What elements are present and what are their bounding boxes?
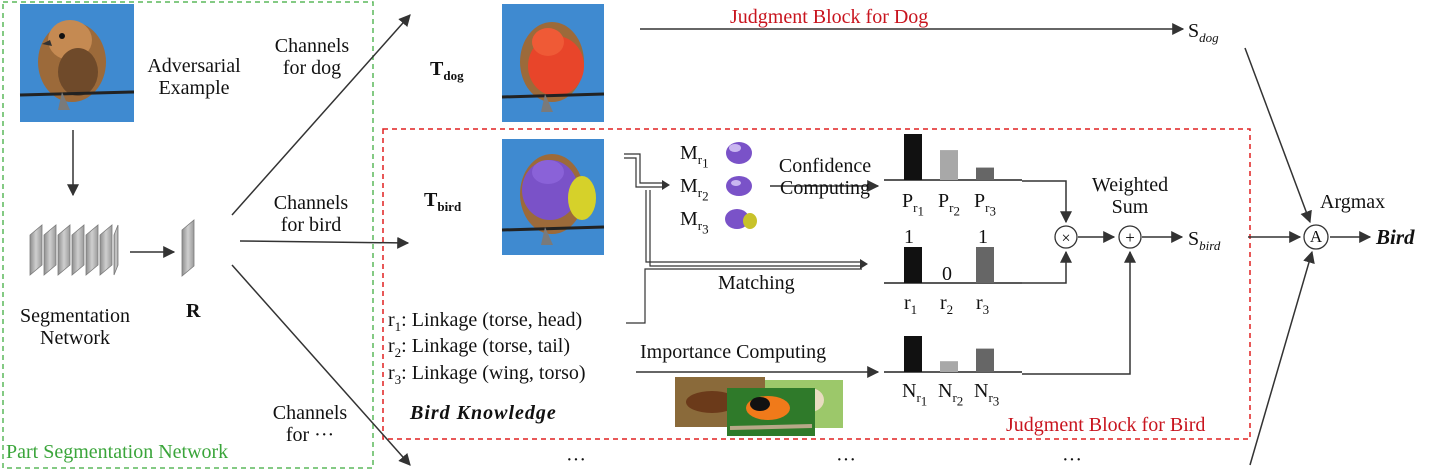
svg-text:×: × [1061,230,1070,247]
channels-for-dog-label: Channels for dog [274,35,350,79]
segmentation-network-label: Segmentation Network [20,305,130,349]
r3-label: r3 [976,292,990,317]
arrow-rules-to-matching [626,268,862,324]
argmax-operator [1303,224,1329,250]
rule-r1: r1: Linkage (torse, head) [388,309,583,334]
judgment-block-bird-label: Judgment Block for Bird [1006,414,1206,436]
importance-bar-r3 [976,348,994,372]
importance-bar-r1 [904,336,922,372]
matching-bars [884,247,1022,284]
part-segmentation-network-box [2,1,374,469]
confidence-bar-r3 [976,167,994,180]
ellipsis-1: ··· [566,449,586,471]
arrow-to-bird [239,236,410,249]
mask-r3-label: Mr3 [680,208,709,237]
mask-r2-icon [726,176,752,196]
weighted-sum-label: Weighted Sum [1091,174,1169,218]
arrow-sdog-to-argmax [1244,47,1312,224]
r2-label: r2 [940,292,954,317]
arrow-to-dog [231,14,411,216]
r-label: R [186,300,201,322]
arrow-tbird-to-matching [645,190,868,269]
n-r2-label: Nr2 [938,380,964,409]
confidence-bars [884,134,1022,181]
svg-text:+: + [1125,228,1135,247]
importance-computing-label: Importance Computing [640,341,827,363]
confidence-computing-label: Confidence Computing [778,155,872,199]
plus-operator: + [1118,225,1142,249]
rule-r2: r2: Linkage (torse, tail) [388,335,570,360]
arrow-other-to-argmax [1249,250,1315,466]
knowledge-images [675,377,843,436]
adversarial-example-label: Adversarial Example [147,55,241,99]
importance-bars [884,336,1022,373]
adversarial-example-image [19,4,135,122]
mask-r3-icon [725,209,757,229]
argmax-symbol: A [1309,227,1323,246]
matching-bar-r1 [904,247,922,283]
ellipsis-3: ··· [1062,449,1082,471]
s-bird-label: Sbird [1188,228,1221,253]
p-r2-label: Pr2 [938,190,960,219]
multiply-operator: × [1054,225,1078,249]
result-label: Bird [1376,225,1415,249]
n-r1-label: Nr1 [902,380,928,409]
match-value-r2: 0 [942,263,952,285]
matching-label: Matching [718,272,795,294]
match-value-r3: 1 [978,226,988,248]
ellipsis-2: ··· [836,449,856,471]
part-segmentation-network-label: Part Segmentation Network [6,441,229,463]
arrow-match-to-multiply [1022,250,1072,284]
t-bird-image [501,139,605,255]
arrow-to-other [231,264,411,466]
channels-for-other-label: Channels for ··· [272,402,348,446]
bird-knowledge-title: Bird Knowledge [410,402,557,424]
p-r3-label: Pr3 [974,190,996,219]
mask-r1-icon [726,142,752,164]
importance-bar-r2 [940,361,958,372]
mask-r1-label: Mr1 [680,142,709,171]
s-dog-label: Sdog [1188,20,1219,45]
judgment-block-bird-box [382,128,1251,440]
n-r3-label: Nr3 [974,380,1000,409]
mask-r2-label: Mr2 [680,175,709,204]
p-r1-label: Pr1 [902,190,924,219]
r-feature-icon [181,219,195,277]
arrow-p-to-multiply [1022,180,1072,224]
judgment-block-dog-label: Judgment Block for Dog [730,6,929,28]
confidence-bar-r1 [904,134,922,180]
segmentation-network-icon [29,224,119,276]
matching-bar-r3 [976,247,994,283]
arrow-tbird-to-masks [624,153,670,190]
t-dog-image [501,4,605,122]
t-dog-label: Tdog [430,58,464,83]
confidence-bar-r2 [940,150,958,180]
channels-for-bird-label: Channels for bird [273,192,349,236]
argmax-label: Argmax [1320,191,1386,213]
rule-r3: r3: Linkage (wing, torso) [388,362,586,387]
match-value-r1: 1 [904,226,914,248]
t-bird-label: Tbird [424,189,462,214]
arrow-n-to-sum [1022,250,1136,375]
r1-label: r1 [904,292,918,317]
